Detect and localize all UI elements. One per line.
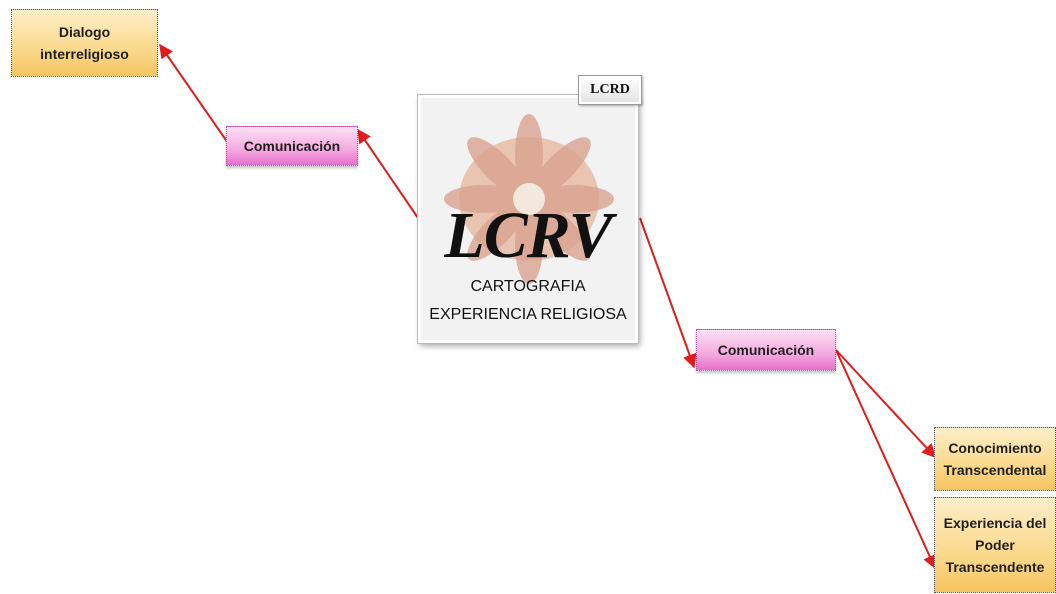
arrow-comunicacion-right-to-conocimiento: [835, 349, 936, 459]
node-comunicacion-left-label: Comunicación: [243, 138, 341, 154]
node-dialogo-label: Dialogo interreligioso: [40, 24, 129, 62]
node-conocimiento-label: Conocimiento Transcendental: [943, 440, 1047, 478]
lcrd-badge[interactable]: LCRD: [578, 75, 642, 105]
node-comunicacion-left: Comunicación: [226, 126, 358, 166]
center-logo-card: LCRV CARTOGRAFIA EXPERIENCIA RELIGIOSA: [418, 95, 638, 343]
arrow-comunicacion-left-to-dialogo: [159, 43, 229, 144]
center-subtitle-1: CARTOGRAFIA: [470, 278, 586, 295]
lcrd-badge-label: LCRD: [590, 82, 630, 97]
arrow-center-to-comunicacion-left: [357, 128, 419, 219]
node-comunicacion-right: Comunicación: [696, 329, 836, 371]
node-dialogo-interreligioso: Dialogo interreligioso: [11, 9, 158, 77]
node-experiencia-poder-transcendente: Experiencia del Poder Transcendente: [934, 497, 1056, 593]
center-subtitle-2: EXPERIENCIA RELIGIOSA: [429, 306, 627, 323]
hands-circle-illustration: [444, 114, 614, 284]
node-comunicacion-right-label: Comunicación: [717, 342, 815, 358]
arrow-comunicacion-right-to-experiencia: [835, 349, 937, 570]
center-title: LCRV: [444, 199, 612, 272]
arrow-center-to-comunicacion-right: [639, 217, 697, 369]
node-experiencia-label: Experiencia del Poder Transcendente: [943, 515, 1047, 575]
node-conocimiento-transcendental: Conocimiento Transcendental: [934, 427, 1056, 491]
